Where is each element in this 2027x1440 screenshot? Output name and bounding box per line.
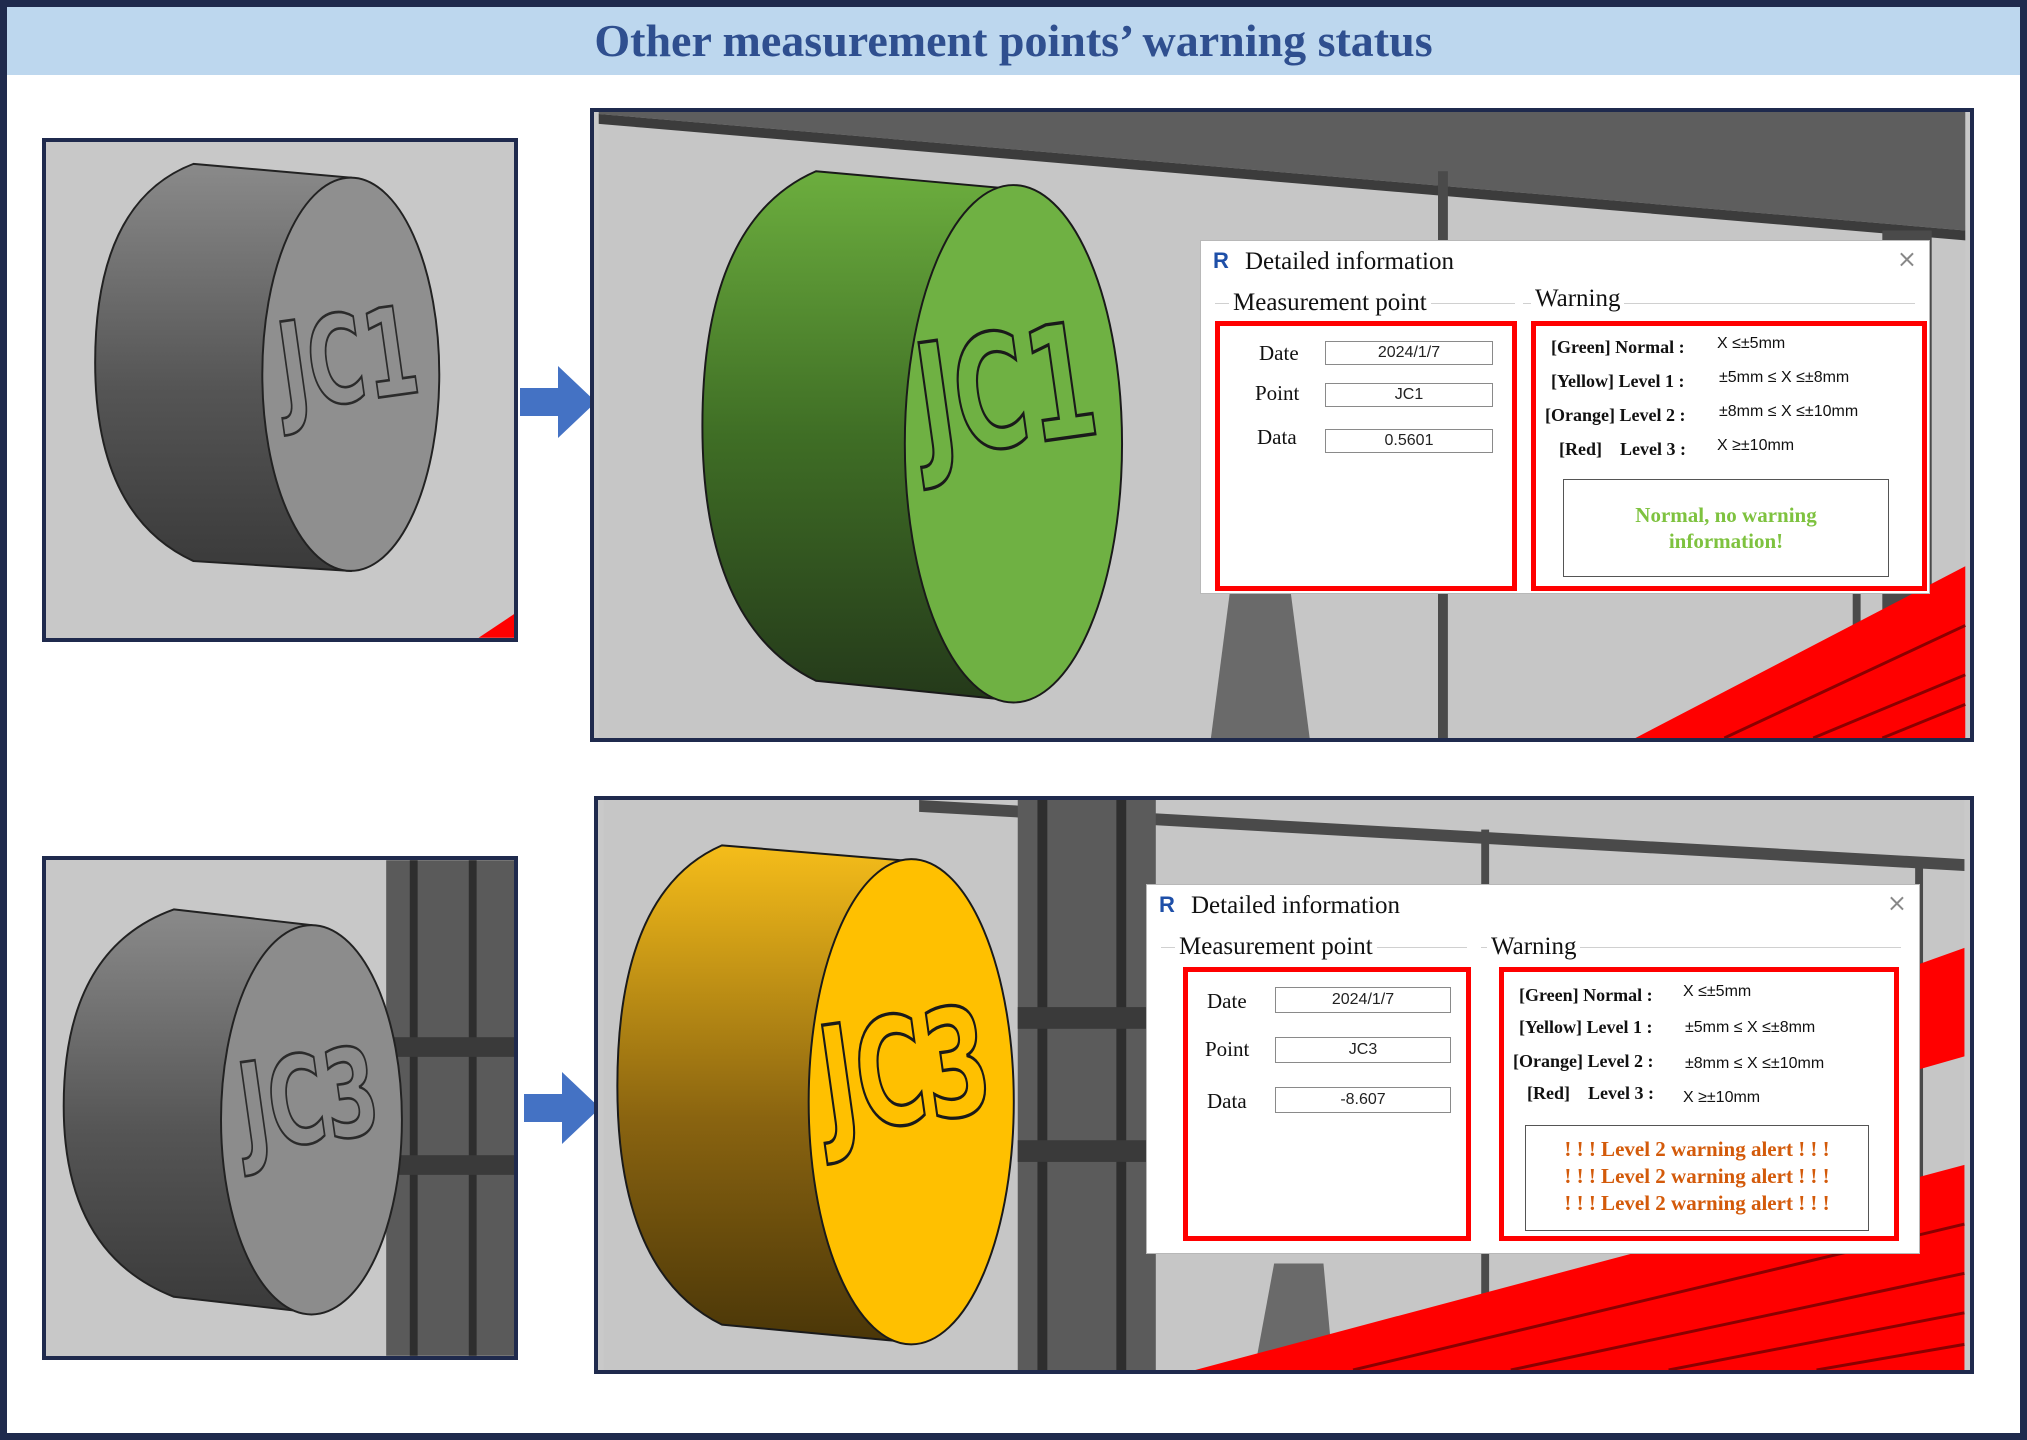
level-green-name: [Green] Normal : — [1519, 985, 1653, 1005]
point-field[interactable]: JC1 — [1325, 383, 1493, 407]
warning-message-line: information! — [1668, 529, 1784, 553]
detail-dialog-jc3: R Detailed information × Measurement poi… — [1146, 884, 1920, 1254]
revit-logo-icon: R — [1159, 892, 1175, 917]
field-label-data: Data — [1257, 425, 1297, 449]
level-red-range: X ≥±10mm — [1717, 437, 1795, 454]
arrow-right-icon — [524, 1072, 600, 1144]
level-green-range: X ≤±5mm — [1717, 335, 1786, 352]
level-yellow-range: ±5mm ≤ X ≤±8mm — [1685, 1019, 1816, 1036]
level-red-name: [Red] Level 3 : — [1559, 439, 1686, 459]
field-label-date: Date — [1259, 341, 1299, 365]
date-field[interactable]: 2024/1/7 — [1325, 341, 1493, 365]
dialog-header: R Detailed information × — [1201, 241, 1929, 285]
point-field[interactable]: JC3 — [1275, 1037, 1451, 1063]
close-icon[interactable]: × — [1886, 889, 1907, 917]
dialog-header: R Detailed information × — [1147, 885, 1919, 929]
level-green-name: [Green] Normal : — [1551, 337, 1685, 357]
level-orange-range: ±8mm ≤ X ≤±10mm — [1685, 1055, 1825, 1072]
marker-label: JC1 — [899, 288, 1107, 495]
measurement-highlight-box — [1215, 321, 1517, 591]
warning-message-line: ! ! ! Level 2 warning alert ! ! ! — [1564, 1164, 1830, 1188]
jc3-gray-cylinder-scene: JC3 — [46, 860, 514, 1356]
dialog-title: Detailed information — [1245, 248, 1454, 275]
level-yellow-range: ±5mm ≤ X ≤±8mm — [1719, 369, 1850, 386]
panel-jc1-after: JC1 R Detailed information × Measurement… — [590, 108, 1974, 742]
warning-group-label: Warning — [1487, 933, 1581, 961]
warning-message-line: ! ! ! Level 2 warning alert ! ! ! — [1564, 1191, 1830, 1215]
measurement-highlight-box — [1183, 967, 1471, 1241]
measurement-group-label: Measurement point — [1229, 289, 1431, 317]
close-icon[interactable]: × — [1896, 245, 1917, 273]
data-field[interactable]: -8.607 — [1275, 1087, 1451, 1113]
level-orange-name: [Orange] Level 2 : — [1513, 1051, 1654, 1071]
field-label-point: Point — [1255, 381, 1300, 405]
marker-label: JC1 — [265, 280, 426, 441]
marker-label: JC3 — [804, 974, 1001, 1170]
level-yellow-name: [Yellow] Level 1 : — [1519, 1017, 1653, 1037]
level-red-range: X ≥±10mm — [1683, 1089, 1761, 1106]
warning-message-box: Normal, no warning information! — [1563, 479, 1889, 577]
detail-dialog-jc1: R Detailed information × Measurement poi… — [1200, 240, 1930, 594]
jc1-gray-cylinder-scene: JC1 — [46, 142, 514, 638]
arrow-right-icon — [520, 366, 596, 438]
warning-highlight-box — [1499, 967, 1899, 1241]
panel-jc3-after: JC3 R Detailed information × Measurement… — [594, 796, 1974, 1374]
warning-group-label: Warning — [1531, 285, 1625, 313]
level-green-range: X ≤±5mm — [1683, 983, 1752, 1000]
level-red-name: [Red] Level 3 : — [1527, 1083, 1654, 1103]
field-label-data: Data — [1207, 1089, 1247, 1113]
warning-message-line: ! ! ! Level 2 warning alert ! ! ! — [1564, 1137, 1830, 1161]
marker-label: JC3 — [226, 1021, 387, 1182]
warning-message-line: Normal, no warning — [1635, 503, 1817, 527]
panel-jc1-before: JC1 — [42, 138, 518, 642]
warning-highlight-box — [1531, 321, 1927, 591]
warning-group-line — [1481, 947, 1901, 948]
panel-jc3-before: JC3 — [42, 856, 518, 1360]
level-orange-range: ±8mm ≤ X ≤±10mm — [1719, 403, 1859, 420]
field-label-date: Date — [1207, 989, 1247, 1013]
data-field[interactable]: 0.5601 — [1325, 429, 1493, 453]
revit-logo-icon: R — [1213, 248, 1229, 273]
level-orange-name: [Orange] Level 2 : — [1545, 405, 1686, 425]
warning-message-box: ! ! ! Level 2 warning alert ! ! ! ! ! ! … — [1525, 1125, 1869, 1231]
warning-group-line — [1523, 303, 1915, 304]
figure-title: Other measurement points’ warning status — [7, 7, 2020, 75]
level-yellow-name: [Yellow] Level 1 : — [1551, 371, 1685, 391]
field-label-point: Point — [1205, 1037, 1250, 1061]
measurement-group-label: Measurement point — [1175, 933, 1377, 961]
date-field[interactable]: 2024/1/7 — [1275, 987, 1451, 1013]
dialog-title: Detailed information — [1191, 892, 1400, 919]
